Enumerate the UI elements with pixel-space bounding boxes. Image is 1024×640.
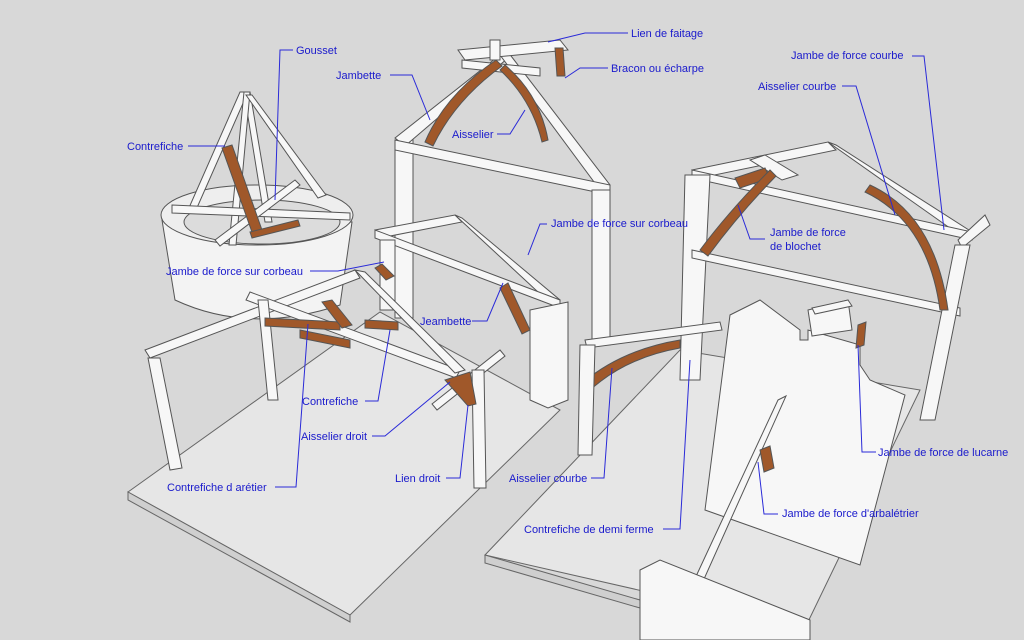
label-aisselier-courbe-bottom: Aisselier courbe [509, 473, 588, 485]
leader-contrefiche-mid [365, 329, 391, 402]
label-aisselier-droit: Aisselier droit [301, 431, 368, 443]
label-jambe-blochet-1: Jambe de force [770, 227, 846, 239]
gable-wall-dormer [639, 299, 906, 640]
leader-jambe-arbaletrier [757, 461, 778, 515]
label-jambe-arbaletrier: Jambe de force d'arbalétrier [782, 508, 919, 520]
label-jeambette: Jeambette [420, 316, 472, 328]
label-jambe-lucarne: Jambe de force de lucarne [878, 447, 1009, 459]
label-jambette-top: Jambette [336, 70, 382, 82]
label-jambe-corbeau-mid: Jambe de force sur corbeau [551, 218, 688, 230]
hip-roof-frame [144, 269, 506, 489]
leader-jambe-blochet [737, 204, 765, 240]
label-jambe-courbe: Jambe de force courbe [791, 50, 904, 62]
leader-contrefiche-demi-ferme [663, 359, 691, 530]
leader-bracon [564, 67, 608, 79]
label-contrefiche-top: Contrefiche [127, 141, 184, 153]
tower-roof-frame [171, 91, 351, 247]
leader-lien-faitage [547, 32, 628, 43]
leader-jambe-lucarne [857, 344, 876, 453]
label-contrefiche-aretier: Contrefiche d arétier [167, 482, 267, 494]
leader-gousset [274, 49, 293, 201]
corbel-frame [374, 214, 569, 409]
label-contrefiche-mid: Contrefiche [302, 396, 359, 408]
label-aisselier: Aisselier [452, 129, 494, 141]
leader-lien-droit [446, 404, 469, 479]
leader-aisselier-courbe-bottom [591, 367, 613, 479]
label-lien-faitage: Lien de faitage [631, 28, 704, 40]
curved-brace-frame [577, 141, 991, 456]
leader-jambe-corbeau-left [310, 261, 385, 272]
label-lien-droit: Lien droit [395, 473, 441, 485]
leader-jeambette [472, 282, 504, 322]
leader-jambe-courbe [912, 55, 945, 231]
leader-jambe-corbeau-mid [527, 223, 547, 256]
label-jambe-corbeau-left: Jambe de force sur corbeau [166, 266, 303, 278]
label-gousset: Gousset [296, 45, 337, 57]
leader-aisselier [497, 109, 526, 135]
label-contrefiche-demi-ferme: Contrefiche de demi ferme [524, 524, 654, 536]
leader-contrefiche-aretier [275, 323, 309, 488]
label-bracon: Bracon ou écharpe [611, 63, 704, 75]
leader-jambette-top [390, 74, 431, 121]
leader-lines [188, 32, 945, 530]
label-jambe-blochet-2: de blochet [770, 241, 821, 253]
ground-slab-left-edge [127, 491, 351, 623]
gable-frame-center [394, 39, 611, 346]
leader-aisselier-droit [372, 381, 451, 437]
label-aisselier-courbe-top: Aisselier courbe [758, 81, 837, 93]
leader-aisselier-courbe-top [842, 85, 896, 216]
